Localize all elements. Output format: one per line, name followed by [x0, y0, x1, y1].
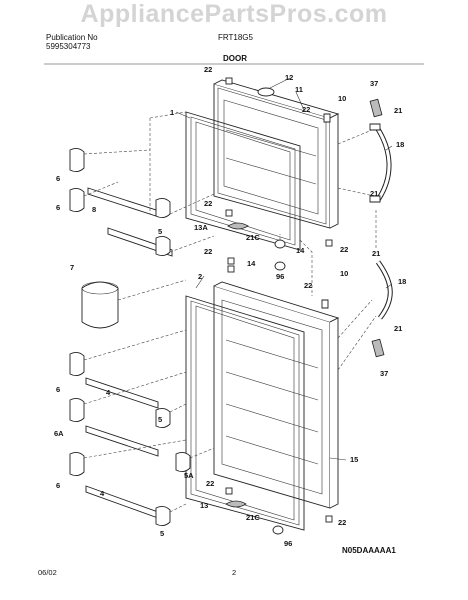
callout-21a: 21: [394, 106, 402, 115]
fresh-food-shelf-rails: [69, 351, 191, 527]
diagram-code: N05DAAAAA1: [342, 546, 396, 555]
callout-5c: 5: [160, 529, 164, 538]
callout-21c: 21: [372, 249, 380, 258]
callout-8: 8: [92, 205, 96, 214]
hinge-13a: [227, 222, 249, 230]
callout-13A: 13A: [194, 223, 208, 232]
cap-96-upper: [274, 261, 286, 271]
callout-37b: 37: [380, 369, 388, 378]
watermark: AppliancePartsPros.com: [80, 0, 388, 28]
callout-22e: 22: [204, 247, 212, 256]
callout-22a: 22: [204, 65, 212, 74]
guide-lines: [83, 111, 377, 513]
screw-22e: [227, 265, 235, 273]
screw-22b: [225, 209, 233, 217]
callout-4a: 4: [106, 388, 111, 397]
callout-6A: 6A: [54, 429, 64, 438]
callout-37a: 37: [370, 79, 378, 88]
callout-21d: 21: [394, 324, 402, 333]
fresh-food-door-gasket: [185, 295, 305, 531]
screw-22d: [227, 257, 235, 265]
callout-labels: 1 2 4 4 5 5 5 5A 6 6 6 6 6A 7 8 10 10 11…: [54, 65, 406, 548]
callout-5a: 5: [158, 227, 162, 236]
dairy-door-7: [81, 281, 119, 329]
freezer-handle: [369, 98, 392, 203]
leader-lines: [175, 77, 393, 461]
footer-date: 06/02: [38, 568, 57, 577]
callout-18b: 18: [398, 277, 406, 286]
cap-96b: [272, 525, 284, 535]
cap-96a: [274, 239, 286, 249]
callout-15: 15: [350, 455, 358, 464]
callout-21Ca: 21C: [246, 233, 260, 242]
callout-12: 12: [285, 73, 293, 82]
fresh-food-handle: [371, 260, 393, 358]
callout-1: 1: [170, 108, 174, 117]
handle-cap-37b: [371, 338, 385, 358]
callout-10b: 10: [340, 269, 348, 278]
model-number: FRT18G5: [218, 33, 253, 42]
callout-21Cb: 21C: [246, 513, 260, 522]
callout-4b: 4: [100, 489, 105, 498]
callout-5b: 5: [158, 415, 162, 424]
callout-96b: 96: [284, 539, 292, 548]
section-title: DOOR: [223, 54, 247, 63]
callout-22f: 22: [304, 281, 312, 290]
callout-2: 2: [198, 272, 202, 281]
callout-6d: 6: [56, 481, 60, 490]
screw-22c: [325, 239, 333, 247]
callout-22g: 22: [206, 479, 214, 488]
freezer-door: [213, 79, 340, 229]
publication-number: 5995304773: [46, 42, 91, 51]
callout-22h: 22: [338, 518, 346, 527]
screw-22g: [325, 515, 333, 523]
callout-18a: 18: [396, 140, 404, 149]
fresh-food-door: [213, 281, 340, 509]
hinge-pin-10b: [321, 299, 329, 309]
freezer-shelf-rails: [69, 147, 173, 257]
callout-6a: 6: [56, 174, 60, 183]
freezer-door-gasket: [185, 111, 301, 251]
publication-label: Publication No: [46, 33, 98, 42]
hinge-pin-10: [323, 113, 331, 123]
callout-11: 11: [295, 85, 303, 94]
plug-12: [257, 87, 275, 97]
handle-cap-37a: [369, 98, 383, 118]
callout-5A: 5A: [184, 471, 194, 480]
screw-22a: [225, 77, 233, 85]
screw-22f: [225, 487, 233, 495]
callout-21b: 21: [370, 189, 378, 198]
callout-10a: 10: [338, 94, 346, 103]
callout-13: 13: [200, 501, 208, 510]
callout-6c: 6: [56, 385, 60, 394]
callout-7: 7: [70, 263, 74, 272]
callout-96a: 96: [276, 272, 284, 281]
hinge-13: [225, 500, 247, 508]
callout-22b: 22: [302, 105, 310, 114]
callout-22d: 22: [340, 245, 348, 254]
callout-22c: 22: [204, 199, 212, 208]
callout-14b: 14: [247, 259, 256, 268]
footer-page-number: 2: [232, 568, 237, 577]
callout-6b: 6: [56, 203, 60, 212]
callout-14a: 14: [296, 246, 305, 255]
